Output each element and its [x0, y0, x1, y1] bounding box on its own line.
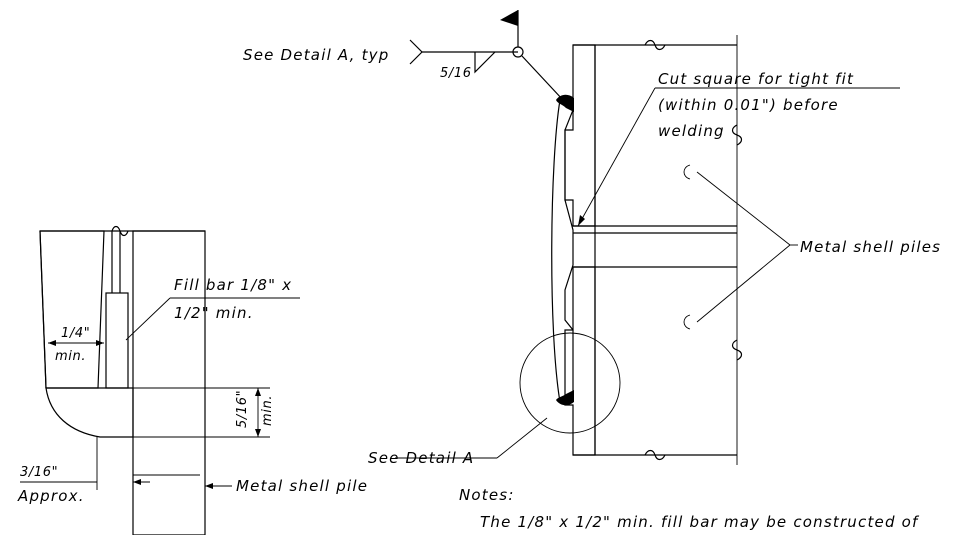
dim-quarter-label: 1/4" [61, 326, 90, 341]
dim-quarter-min-label: min. [55, 349, 86, 364]
fill-bar-label-line2: 1/2" min. [174, 304, 254, 322]
pile-hook-upper [683, 164, 691, 180]
splice-sleeve [551, 98, 574, 403]
cut-square-label-line2: (within 0.01") before [658, 96, 839, 114]
see-detail-a-label: See Detail A [368, 449, 474, 467]
upper-pile-wall [564, 44, 596, 227]
dim-five-sixteenths-min-label: min. [260, 395, 275, 426]
fill-bar-label-line1: Fill bar 1/8" x [174, 276, 292, 294]
upper-weld-bead [556, 94, 574, 112]
bottom-break-mark [644, 449, 666, 461]
weld-symbol [409, 10, 564, 101]
metal-shell-pile-label: Metal shell pile [236, 477, 368, 495]
sleeve-wall-section [39, 230, 105, 389]
see-detail-a-typ-label: See Detail A, typ [243, 46, 389, 64]
cut-square-label-line1: Cut square for tight fit [658, 70, 854, 88]
cut-square-label-line3: welding [658, 122, 725, 140]
dim-five-sixteenths-label: 5/16" [235, 390, 250, 428]
right-leaders [395, 87, 900, 459]
pile-hook-lower [683, 314, 691, 330]
dim-three-sixteenths-label: 3/16" [20, 465, 58, 480]
lower-pile-wall [564, 266, 596, 456]
detail-a-circle [519, 332, 621, 434]
notes-heading: Notes: [459, 486, 515, 504]
detail-top-break [111, 225, 129, 237]
weld-size-label: 5/16 [440, 66, 472, 81]
top-break-mark [644, 39, 666, 51]
field-weld-flag [500, 10, 518, 26]
notes-body: The 1/8" x 1/2" min. fill bar may be con… [480, 513, 920, 531]
weld-arrow-leader [521, 55, 564, 101]
weld-deposit [45, 387, 134, 438]
fill-bar [105, 292, 129, 389]
fillet-weld-triangle [474, 51, 496, 74]
lower-weld-bead [556, 390, 574, 406]
right-break-lower [731, 339, 743, 361]
dim-approx-label: Approx. [17, 487, 85, 505]
right-break-upper [731, 124, 743, 146]
metal-shell-piles-label: Metal shell piles [800, 238, 941, 256]
pile-splice-elevation [519, 35, 743, 465]
detail-a-section [20, 225, 300, 535]
